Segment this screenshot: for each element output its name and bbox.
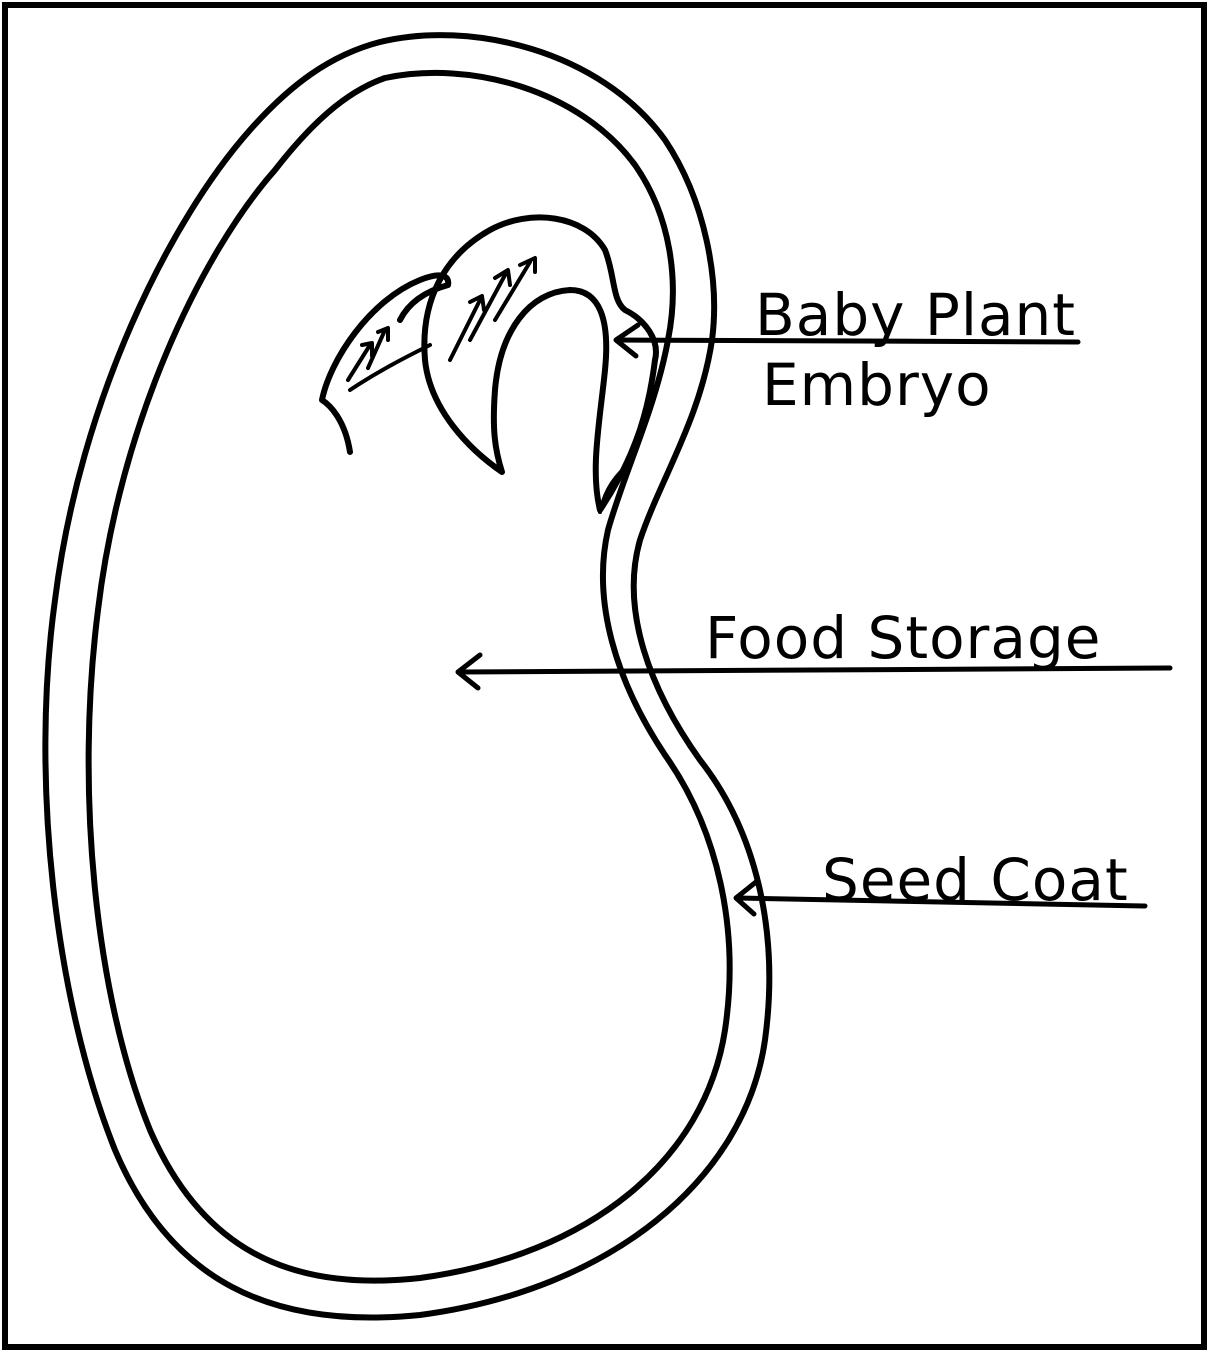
vein-marks-2	[450, 258, 535, 360]
seed-coat-inner	[89, 73, 730, 1281]
embryo-leaf-large	[424, 217, 656, 510]
label-food-storage: Food Storage	[705, 604, 1101, 672]
diagram-frame	[5, 5, 1204, 1347]
label-embryo: Embryo	[762, 351, 992, 419]
label-seed-coat: Seed Coat	[822, 846, 1129, 914]
label-baby-plant: Baby Plant	[755, 281, 1076, 349]
seed-coat-outer	[45, 35, 769, 1317]
embryo-leaf-small-vein	[350, 345, 430, 390]
